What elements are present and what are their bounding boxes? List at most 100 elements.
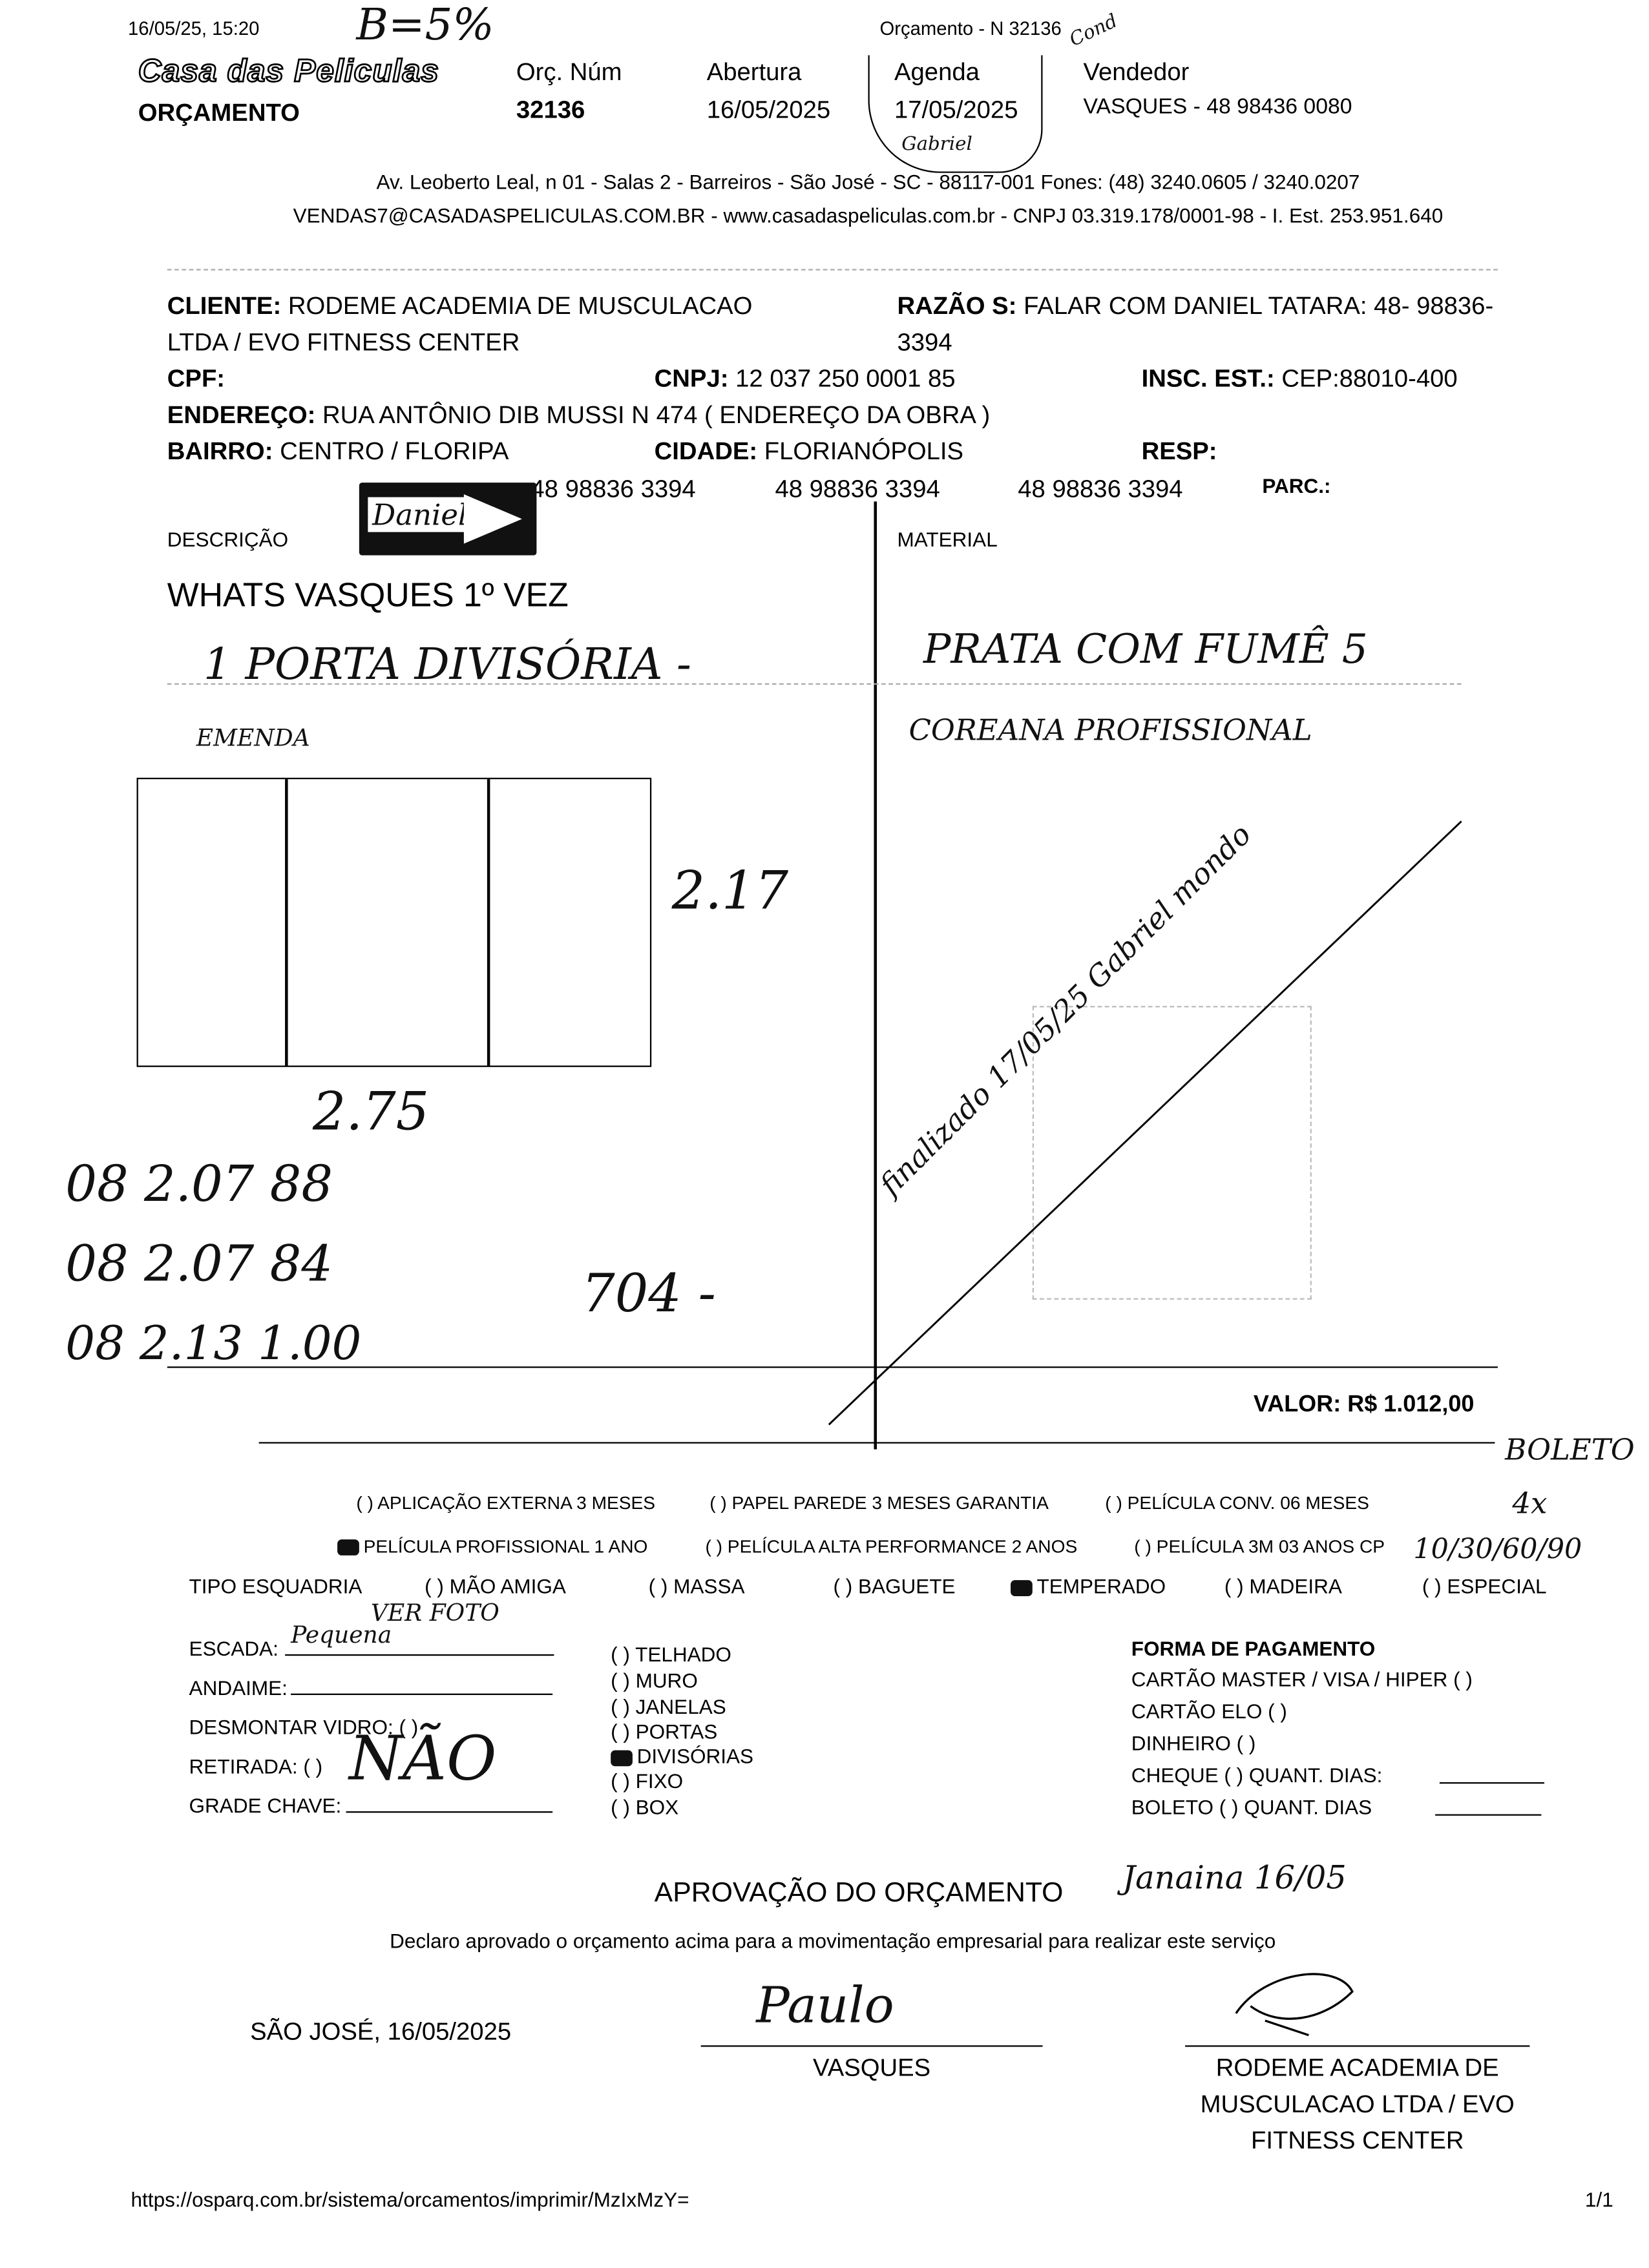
- handwritten-calc: 08 2.13 1.00: [65, 1315, 362, 1371]
- handwritten-note: Cond: [1066, 10, 1122, 52]
- approval-declaration: Declaro aprovado o orçamento acima para …: [390, 1929, 1276, 1953]
- parc-label: PARC.:: [1262, 473, 1331, 497]
- field-line: [346, 1811, 553, 1813]
- doc-ref: Orçamento - N 32136: [879, 17, 1062, 39]
- razao-social: RAZÃO S: FALAR COM DANIEL TATARA: 48- 98…: [897, 292, 1494, 320]
- option[interactable]: ( ) PORTAS: [611, 1720, 718, 1743]
- divider: [258, 1442, 1495, 1444]
- handwritten-note: Janaina 16/05: [1122, 1860, 1347, 1897]
- stamp-box: Daniel: [359, 483, 537, 556]
- handwritten-note: Pequena: [291, 1621, 392, 1649]
- handwritten-total: 704 -: [582, 1264, 716, 1325]
- divider: [167, 683, 1462, 685]
- field-line: [1435, 1814, 1542, 1816]
- cidade: CIDADE: FLORIANÓPOLIS: [654, 437, 964, 466]
- company-logo: Casa das Peliculas: [137, 52, 439, 90]
- checked-icon: [337, 1539, 359, 1556]
- client-signer: MUSCULACAO LTDA / EVO: [1200, 2090, 1515, 2118]
- payment-option[interactable]: DINHEIRO ( ): [1131, 1731, 1256, 1755]
- option[interactable]: ( ) BAGUETE: [833, 1574, 956, 1598]
- seller-signature: Paulo: [756, 1977, 894, 2035]
- doc-type: ORÇAMENTO: [138, 99, 300, 127]
- handwritten-material: COREANA PROFISSIONAL: [909, 712, 1312, 747]
- option[interactable]: ( ) PAPEL PAREDE 3 MESES GARANTIA: [709, 1493, 1049, 1514]
- door-sketch: [136, 777, 652, 1067]
- checked-icon: [611, 1750, 633, 1766]
- option[interactable]: ( ) APLICAÇÃO EXTERNA 3 MESES: [356, 1493, 656, 1514]
- grade-chave-label: GRADE CHAVE:: [189, 1793, 342, 1817]
- desmontar-label[interactable]: DESMONTAR VIDRO: ( ): [189, 1715, 419, 1739]
- option[interactable]: ( ) PELÍCULA CONV. 06 MESES: [1105, 1493, 1369, 1514]
- payment-option[interactable]: CHEQUE ( ) QUANT. DIAS:: [1131, 1763, 1383, 1787]
- option-checked[interactable]: PELÍCULA PROFISSIONAL 1 ANO: [337, 1537, 647, 1557]
- resp-label: RESP:: [1141, 437, 1217, 466]
- option[interactable]: ( ) MURO: [611, 1669, 698, 1692]
- client-signature: [1235, 1973, 1354, 2037]
- option[interactable]: ( ) FIXO: [611, 1769, 684, 1793]
- handwritten-note: B=5%: [356, 0, 494, 51]
- description-text: WHATS VASQUES 1º VEZ: [167, 576, 569, 614]
- handwritten-installments: 10/30/60/90: [1413, 1534, 1582, 1566]
- field-label: Orç. Núm: [516, 58, 622, 86]
- footer-url[interactable]: https://osparq.com.br/sistema/orcamentos…: [131, 2187, 689, 2211]
- arrow-icon: [463, 494, 522, 544]
- bairro: BAIRRO: CENTRO / FLORIPA: [167, 437, 509, 466]
- option[interactable]: ( ) MASSA: [648, 1574, 745, 1598]
- esquadria-label: TIPO ESQUADRIA: [189, 1574, 362, 1598]
- option-checked[interactable]: DIVISÓRIAS: [611, 1744, 753, 1767]
- payment-option[interactable]: CARTÃO MASTER / VISA / HIPER ( ): [1131, 1667, 1473, 1691]
- field-line: [1439, 1782, 1544, 1784]
- option[interactable]: ( ) BOX: [611, 1795, 679, 1819]
- page-number: 1/1: [1584, 2187, 1613, 2211]
- divider: [167, 1366, 1498, 1368]
- handwritten-note: BOLETO: [1505, 1431, 1635, 1467]
- company-contact: VENDAS7@CASADASPELICULAS.COM.BR - www.ca…: [293, 203, 1444, 227]
- handwritten-circle: [868, 55, 1043, 173]
- handwritten-note: Gabriel: [901, 134, 972, 156]
- checked-icon: [1011, 1579, 1033, 1596]
- field-line: [285, 1654, 554, 1656]
- option[interactable]: ( ) MADEIRA: [1224, 1574, 1342, 1598]
- option[interactable]: ( ) JANELAS: [611, 1694, 726, 1718]
- quote-number: 32136: [516, 96, 585, 124]
- option[interactable]: ( ) TELHADO: [611, 1642, 731, 1666]
- field-label: Vendedor: [1083, 58, 1190, 86]
- retirada-label[interactable]: RETIRADA: ( ): [189, 1754, 323, 1778]
- option[interactable]: ( ) PELÍCULA ALTA PERFORMANCE 2 ANOS: [705, 1536, 1078, 1557]
- client-signer: FITNESS CENTER: [1251, 2127, 1464, 2155]
- strike-line: [828, 820, 1462, 1426]
- approval-title: APROVAÇÃO DO ORÇAMENTO: [654, 1878, 1064, 1909]
- phone: 48 98836 3394: [775, 475, 940, 503]
- handwritten-calc: 08 2.07 84: [65, 1235, 333, 1294]
- place-date: SÃO JOSÉ, 16/05/2025: [250, 2017, 512, 2046]
- option[interactable]: ( ) PELÍCULA 3M 03 ANOS CP: [1134, 1536, 1385, 1557]
- option[interactable]: ( ) ESPECIAL: [1422, 1574, 1547, 1598]
- field-label: Abertura: [706, 58, 802, 86]
- address: ENDEREÇO: RUA ANTÔNIO DIB MUSSI N 474 ( …: [167, 401, 991, 429]
- client-name-cont: LTDA / EVO FITNESS CENTER: [167, 328, 520, 357]
- option[interactable]: ( ) MÃO AMIGA: [425, 1574, 566, 1598]
- payment-option[interactable]: BOLETO ( ) QUANT. DIAS: [1131, 1795, 1372, 1819]
- razao-social-cont: 3394: [897, 328, 952, 357]
- opening-date: 16/05/2025: [706, 96, 831, 124]
- payment-option[interactable]: CARTÃO ELO ( ): [1131, 1699, 1287, 1723]
- handwritten-height: 2.17: [671, 862, 789, 922]
- payment-title: FORMA DE PAGAMENTO: [1131, 1636, 1376, 1660]
- signature-line: [700, 2045, 1043, 2047]
- company-address: Av. Leoberto Leal, n 01 - Salas 2 - Barr…: [376, 170, 1360, 194]
- handwritten-note: 4x: [1512, 1485, 1548, 1521]
- material-label: MATERIAL: [897, 527, 998, 551]
- phone: 48 98836 3394: [1018, 475, 1183, 503]
- handwritten-material: PRATA COM FUMÊ 5: [923, 625, 1368, 673]
- signature-line: [1185, 2045, 1530, 2047]
- faded-stamp: [1032, 1006, 1312, 1300]
- handwritten-note: NÃO: [349, 1722, 497, 1794]
- timestamp: 16/05/25, 15:20: [128, 17, 260, 39]
- seller: VASQUES - 48 98436 0080: [1083, 94, 1352, 120]
- option-checked[interactable]: TEMPERADO: [1011, 1574, 1166, 1597]
- field-line: [291, 1693, 553, 1695]
- column-divider: [874, 501, 877, 1450]
- handwritten-note: EMENDA: [196, 723, 310, 752]
- andaime-label: ANDAIME:: [189, 1676, 288, 1700]
